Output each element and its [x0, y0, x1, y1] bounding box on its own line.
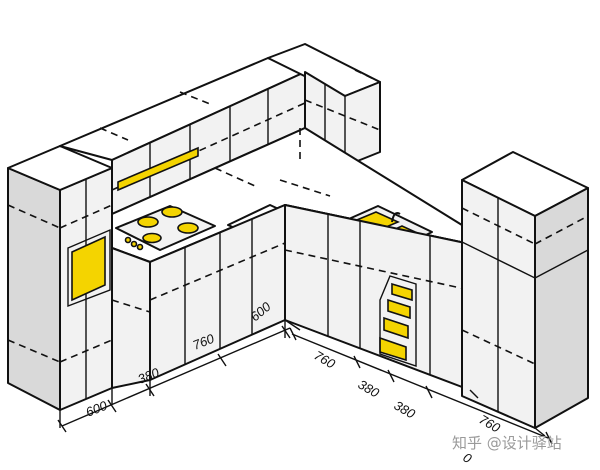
burner-front-left	[142, 232, 162, 244]
cooktop	[115, 205, 216, 251]
dim-right-3: 380	[392, 398, 419, 422]
dim-right-2: 380	[356, 377, 383, 401]
right-tall-unit	[461, 151, 589, 429]
burner-front-right	[177, 222, 199, 234]
oven-window	[71, 235, 106, 302]
drawer-3	[383, 316, 409, 340]
left-wall-upper-cabinets	[59, 57, 306, 215]
drawer-1	[391, 282, 413, 302]
watermark: 知乎 @设计驿站	[452, 434, 562, 452]
burner-back-right	[161, 206, 183, 218]
left-tall-cabinet	[7, 145, 113, 411]
dim-left-1: 600	[84, 397, 110, 419]
burner-back-left	[137, 216, 159, 228]
range-hood-light	[117, 146, 199, 192]
right-dimension-line	[289, 327, 553, 445]
drawer-2	[387, 298, 411, 320]
dim-right-cut: 0	[461, 450, 475, 467]
dim-right-4: 760	[477, 412, 504, 436]
left-dimension-line	[57, 325, 291, 433]
